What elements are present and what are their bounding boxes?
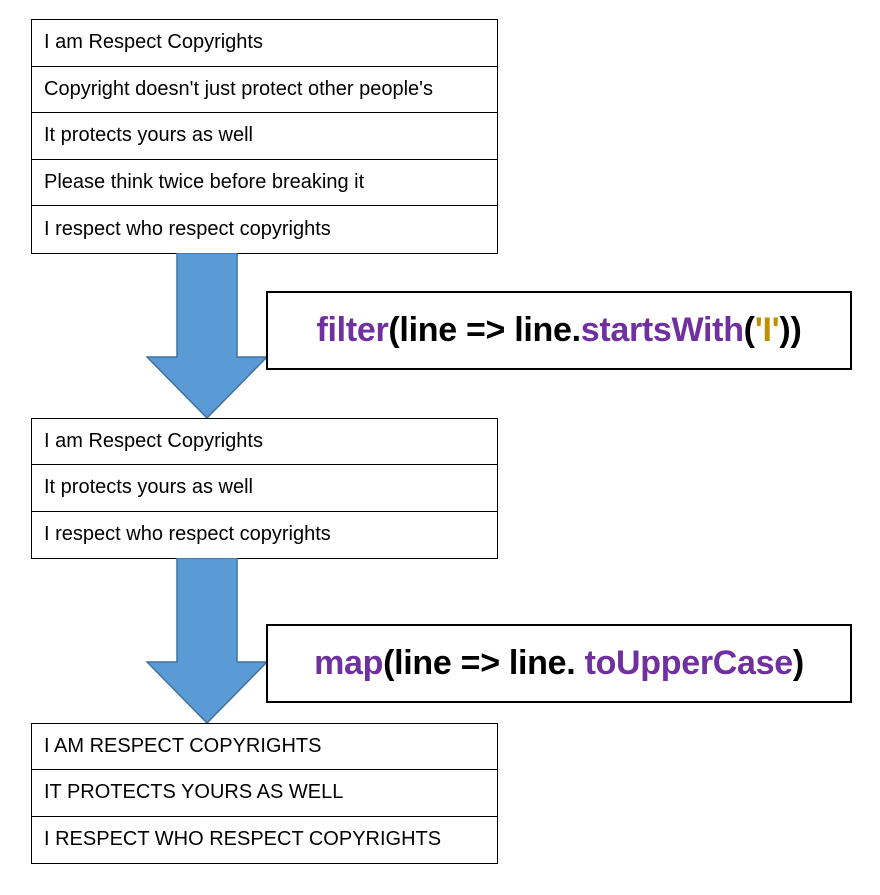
filtered-line-2: It protects yours as well (32, 465, 497, 512)
uppercase-line-1: I AM RESPECT COPYRIGHTS (32, 724, 497, 771)
input-line-2: Copyright doesn't just protect other peo… (32, 67, 497, 113)
filtered-line-1: I am Respect Copyrights (32, 419, 497, 466)
input-line-4: Please think twice before breaking it (32, 160, 497, 206)
filtered-line-3: I respect who respect copyrights (44, 523, 331, 546)
down-arrow-icon-map (146, 558, 268, 724)
input-line-5: I respect who respect copyrights (44, 217, 331, 240)
map-lambda-open: (line => line. (383, 644, 585, 682)
down-arrow-icon-filter (146, 253, 268, 419)
map-function-name: map (314, 644, 384, 682)
uppercase-line-3: I RESPECT WHO RESPECT COPYRIGHTS (44, 828, 442, 851)
map-code-box: map(line => line. toUpperCase) (266, 624, 852, 703)
filter-string-argument: 'I' (754, 311, 780, 349)
filter-code-box: filter(line => line.startsWith('I')) (266, 291, 852, 370)
map-method-name: toUpperCase (584, 644, 794, 682)
filter-close-parens: )) (779, 311, 802, 349)
filter-lambda-open: (line => line. (388, 311, 581, 349)
filter-method-name: startsWith (580, 311, 744, 349)
map-close-paren: ) (792, 644, 804, 682)
input-line-3: It protects yours as well (32, 113, 497, 160)
filtered-lines-table: I am Respect Copyrights It protects your… (31, 418, 498, 559)
filter-function-name: filter (316, 311, 389, 349)
input-lines-table: I am Respect Copyrights Copyright doesn'… (31, 19, 498, 254)
uppercase-line-2: IT PROTECTS YOURS AS WELL (32, 770, 497, 817)
filter-method-paren: ( (743, 311, 755, 349)
input-line-1: I am Respect Copyrights (32, 20, 497, 67)
uppercase-lines-table: I AM RESPECT COPYRIGHTS IT PROTECTS YOUR… (31, 723, 498, 864)
